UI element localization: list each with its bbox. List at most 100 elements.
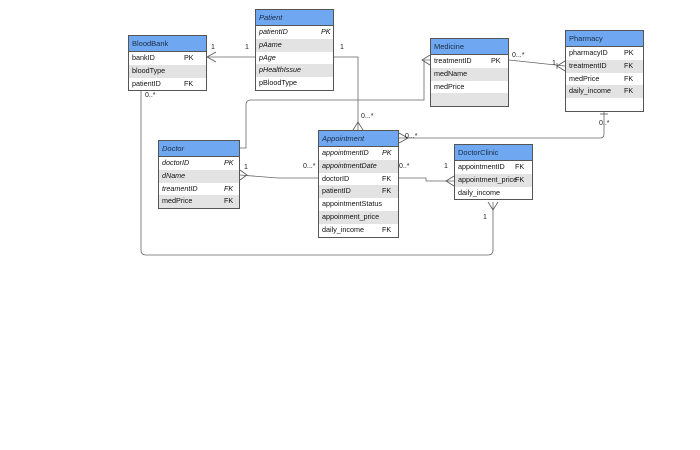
attribute-key: FK xyxy=(624,60,634,70)
attribute-name: patientID xyxy=(259,27,288,36)
medicine-attribute-row xyxy=(431,93,508,107)
attribute-key: FK xyxy=(382,173,392,183)
attribute-name: appointmentID xyxy=(458,162,505,171)
attribute-key: PK xyxy=(184,53,194,62)
edge-appointment-doctorclinic xyxy=(399,177,454,182)
pharmacy-title: Pharmacy xyxy=(566,31,643,47)
attribute-name: daily_income xyxy=(458,187,500,197)
doctor-attribute-row: treamentID FK xyxy=(159,183,239,196)
crowsfoot-doctorclinic-left xyxy=(445,175,455,187)
attribute-key: FK xyxy=(382,224,392,234)
medicine-attribute-row: medName xyxy=(431,67,508,81)
attribute-key: FK xyxy=(624,86,634,96)
attribute-key: PK xyxy=(224,158,234,167)
mult-bloodbank-clinic-b: 1 xyxy=(483,214,487,221)
attribute-key: FK xyxy=(184,78,194,88)
attribute-name: appointmentStatus xyxy=(322,199,382,209)
attribute-name: treamentID xyxy=(162,183,198,193)
appointment-attribute-row: appointmentDate xyxy=(319,159,398,173)
medicine-attribute-row: medPrice xyxy=(431,81,508,94)
attribute-key: FK xyxy=(515,174,525,184)
patient-attribute-row: pHealthIssue xyxy=(256,64,333,78)
mult-doctor-appointment-a: 1 xyxy=(244,164,248,171)
attribute-name: treatmentID xyxy=(569,60,607,70)
attribute-name: medPrice xyxy=(569,73,600,83)
doctorclinic-attribute-row: appointmentID FK xyxy=(455,161,532,174)
attribute-key: PK xyxy=(491,56,501,65)
attribute-name: dName xyxy=(162,170,186,180)
patient-attribute-row: pAge xyxy=(256,52,333,65)
pharmacy-attribute-row: medPrice FK xyxy=(566,73,643,86)
mult-doctor-appointment-b: 0...* xyxy=(303,163,316,170)
medicine-title: Medicine xyxy=(431,39,508,55)
pharmacy-attribute-row: treatmentID FK xyxy=(566,59,643,73)
attribute-key: FK xyxy=(224,196,234,206)
attribute-name: bloodType xyxy=(132,65,166,75)
edge-medicine-doctor xyxy=(240,59,430,149)
mult-appointment-clinic-b: 1 xyxy=(444,163,448,170)
patient-attribute-row: pAame xyxy=(256,38,333,52)
mult-bloodbank-clinic-a: 0..* xyxy=(145,92,156,99)
patient-attribute-row: pBloodType xyxy=(256,77,333,90)
mult-pharmacy-appointment-a: 0..* xyxy=(599,120,610,127)
attribute-name: doctorID xyxy=(322,173,350,183)
crowsfoot-appointment-right xyxy=(398,132,409,144)
appointment-attribute-row: doctorID FK xyxy=(319,173,398,186)
attribute-key: FK xyxy=(624,73,634,83)
attribute-name: appointmentDate xyxy=(322,160,377,170)
attribute-name: appoinment_price xyxy=(322,211,380,221)
attribute-name: daily_income xyxy=(322,224,364,234)
mult-bloodbank-patient-b: 1 xyxy=(245,44,249,51)
bloodbank-title: BloodBank xyxy=(129,36,206,52)
crowsfoot-doctor xyxy=(239,169,248,181)
bloodbank-attribute-row: bloodType xyxy=(129,64,206,78)
doctor-attribute-row: medPrice FK xyxy=(159,195,239,209)
edge-medicine-pharmacy xyxy=(508,59,566,67)
doctorclinic-title: DoctorClinic xyxy=(455,145,532,161)
patient-title: Patient xyxy=(256,10,333,26)
doctor-attribute-row: dName xyxy=(159,169,239,183)
attribute-key: PK xyxy=(382,148,392,157)
attribute-key: FK xyxy=(515,162,525,171)
edge-doctor-appointment xyxy=(239,174,318,179)
attribute-name: appointmentID xyxy=(322,148,369,157)
attribute-name: medPrice xyxy=(162,196,193,206)
mult-medicine-pharmacy-b: 1 xyxy=(552,60,556,67)
doctorclinic-attribute-row: daily_income xyxy=(455,187,532,200)
mult-appointment-clinic-a: 0..* xyxy=(399,163,410,170)
crowsfoot-appointment-top xyxy=(352,121,364,131)
attribute-name: bankID xyxy=(132,53,155,62)
attribute-key: FK xyxy=(224,183,234,193)
appointment-attribute-row: appointmentStatus xyxy=(319,198,398,211)
doctor-title: Doctor xyxy=(159,141,239,157)
attribute-name: pharmacyID xyxy=(569,48,608,57)
mult-pharmacy-appointment-b: 0...* xyxy=(405,133,418,140)
crowsfoot-doctorclinic-bottom xyxy=(487,201,499,211)
crowsfoot-bloodbank xyxy=(206,51,217,63)
mult-medicine-pharmacy-a: 0...* xyxy=(512,52,525,59)
attribute-name: appointment_price xyxy=(458,174,518,184)
appointment-attribute-row: appointmentID PK xyxy=(319,147,398,160)
pharmacy-attribute-row xyxy=(566,98,643,111)
attribute-name: medPrice xyxy=(434,81,465,91)
edge-patient-appointment xyxy=(334,56,359,130)
edge-bloodbank-doctorclinic xyxy=(140,90,494,256)
attribute-name: pAge xyxy=(259,52,276,62)
attribute-name: medName xyxy=(434,68,468,78)
mult-bloodbank-patient-a: 1 xyxy=(211,44,215,51)
attribute-name: pAame xyxy=(259,39,282,49)
